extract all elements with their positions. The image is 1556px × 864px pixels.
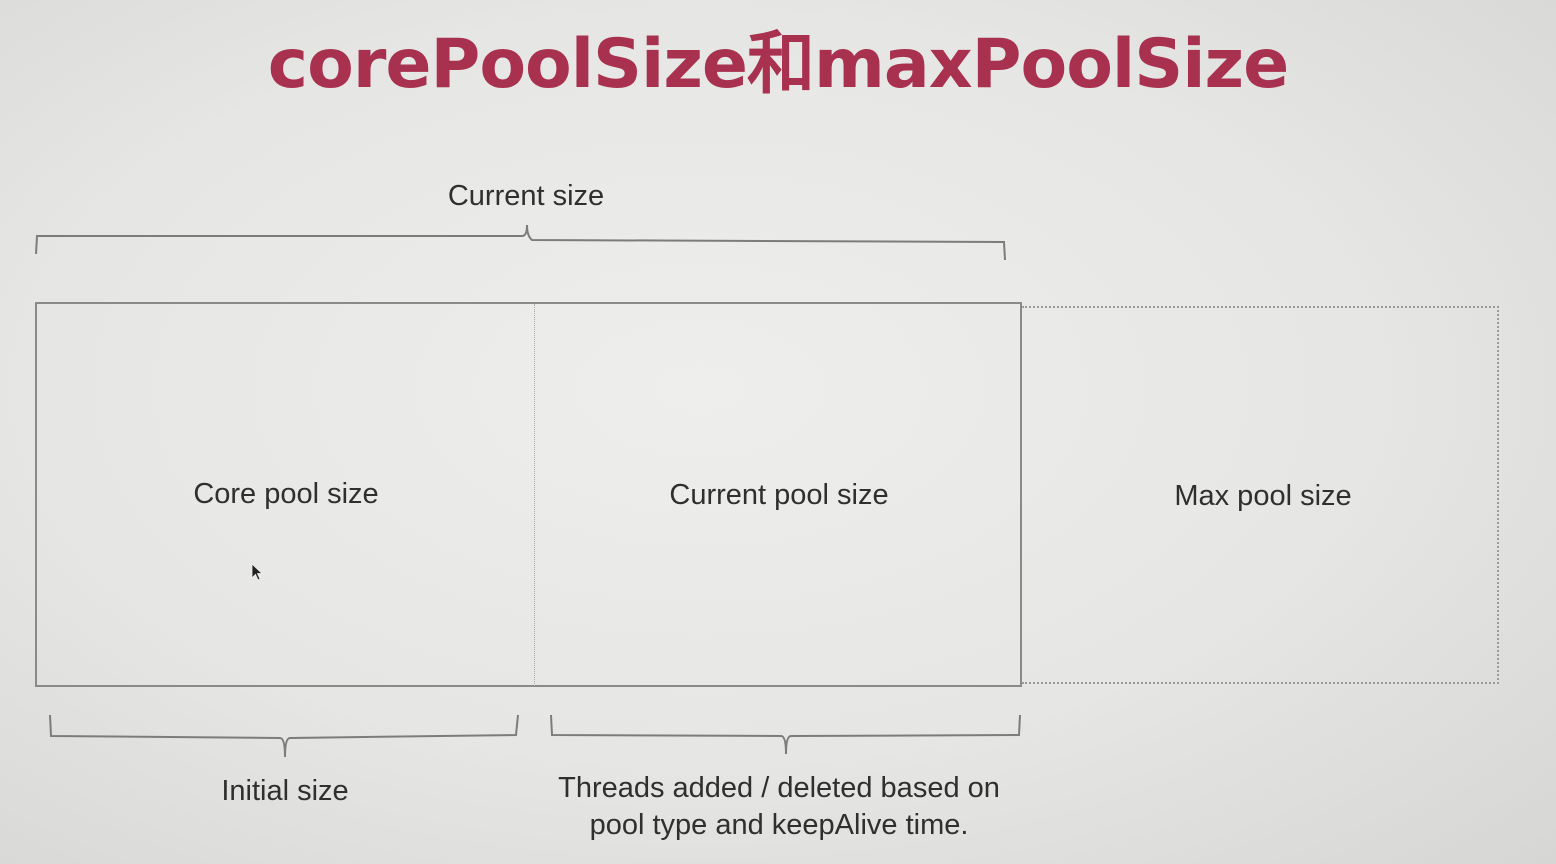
initial-size-brace: [49, 714, 519, 758]
current-pool-box: [35, 302, 1022, 687]
slide-title: corePoolSize和maxPoolSize: [267, 25, 1289, 104]
threads-brace: [550, 714, 1021, 755]
core-pool-size-label: Core pool size: [193, 478, 379, 510]
current-pool-size-label: Current pool size: [669, 479, 889, 511]
mouse-cursor-icon: [251, 563, 264, 581]
max-pool-size-label: Max pool size: [1174, 480, 1352, 512]
threads-label-line1: Threads added / deleted based on: [558, 772, 1000, 804]
current-size-label: Current size: [447, 180, 605, 212]
threads-label-line2: pool type and keepAlive time.: [589, 809, 969, 841]
max-pool-box: [1022, 306, 1499, 684]
current-size-brace: [35, 224, 1006, 261]
initial-size-label: Initial size: [221, 775, 349, 807]
core-current-divider: [534, 304, 535, 686]
